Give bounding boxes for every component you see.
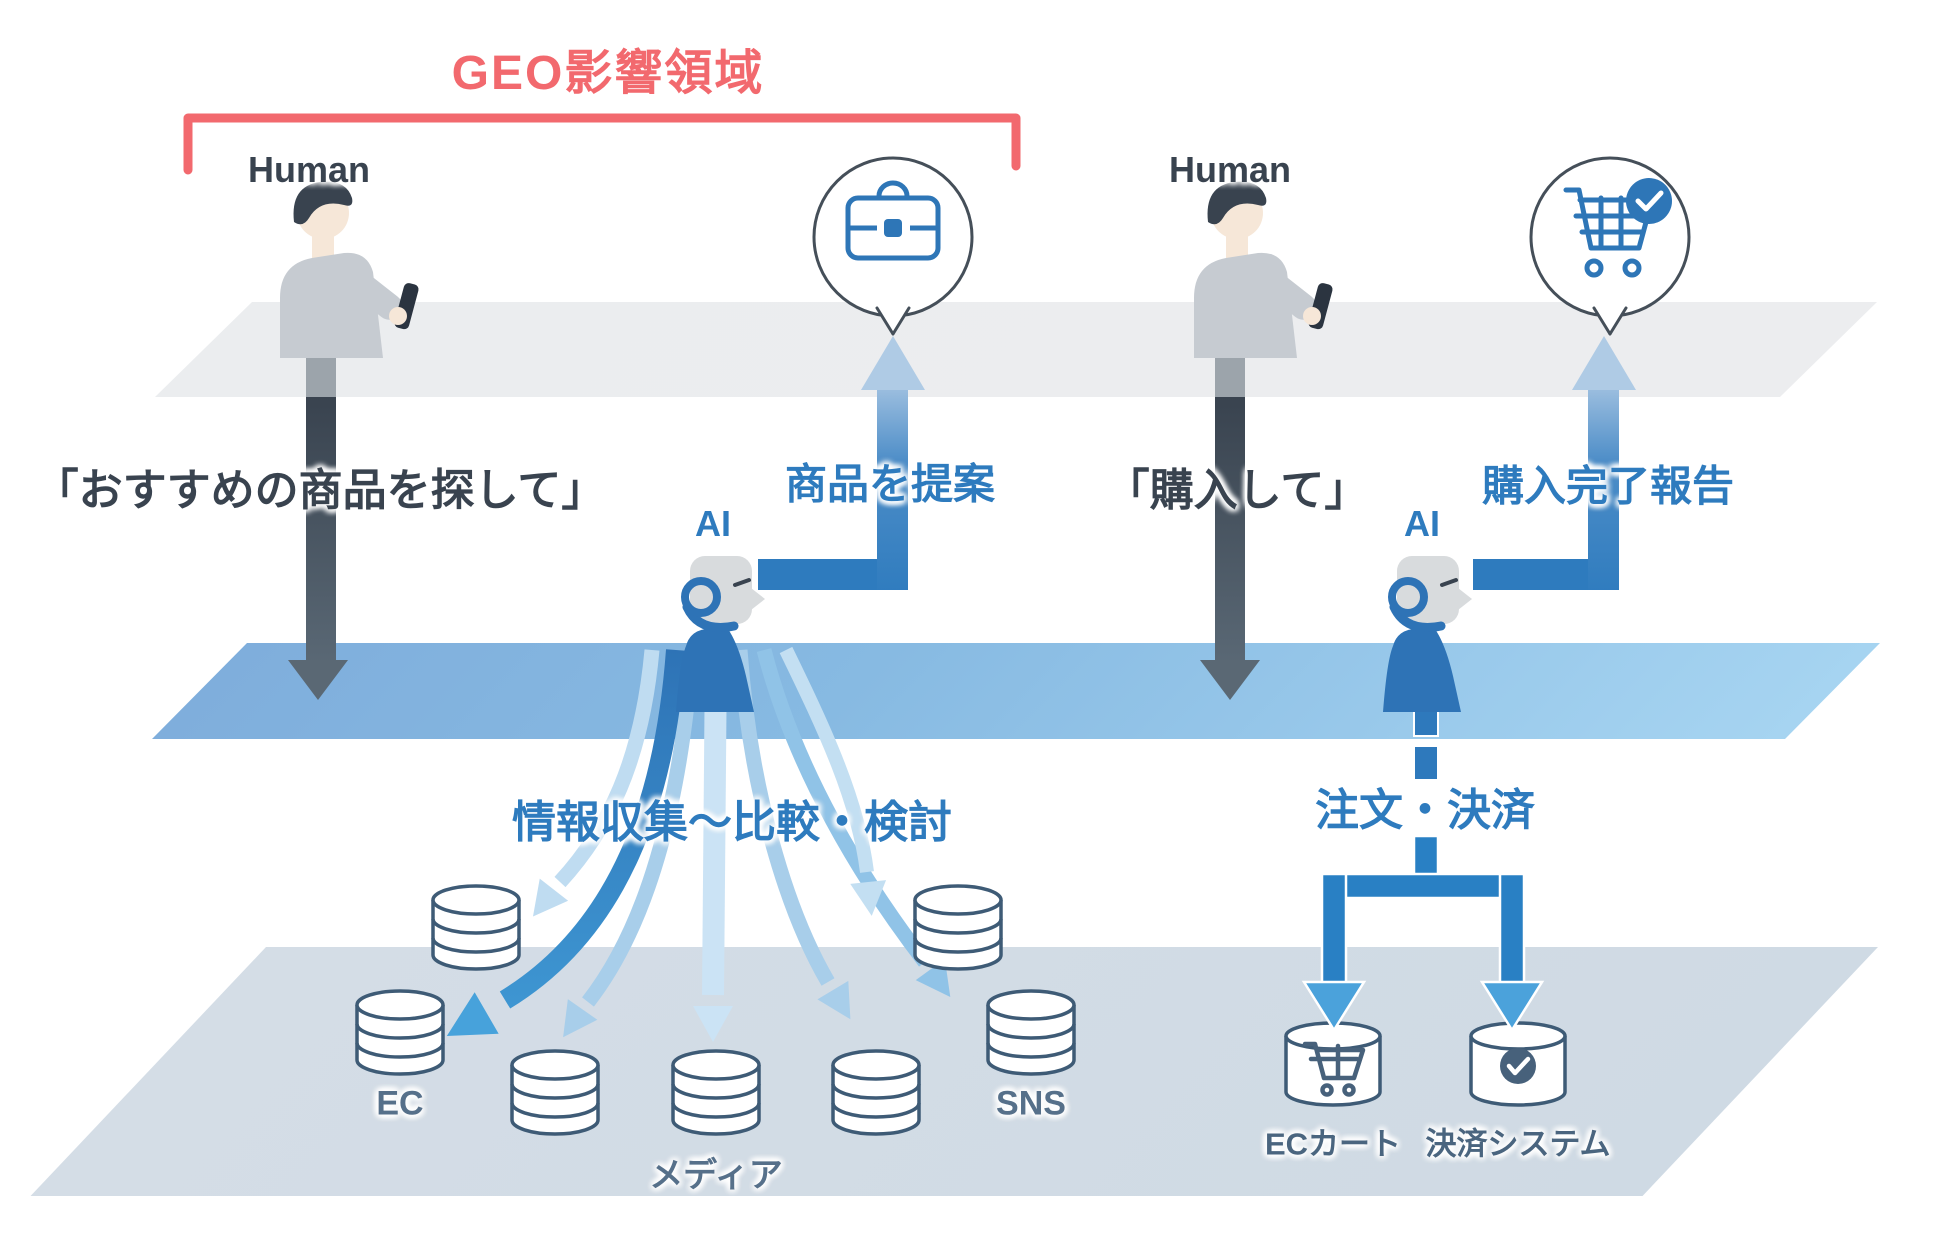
human-right-label: Human [1168,149,1292,190]
order-connector [1301,834,1545,1033]
label-payment-system: 決済システム [1425,1126,1611,1162]
product-bubble [812,156,974,336]
message-completion-report: 購入完了報告 [1481,462,1735,510]
message-research: 情報収集〜比較・検討 [512,798,952,847]
database-icon [510,1049,600,1136]
human-left-figure [280,181,420,358]
label-media: メディア [649,1156,783,1195]
message-order-payment: 注文・決済 [1315,786,1535,835]
message-proposal: 商品を提案 [784,460,996,508]
ai-left-figure [676,556,765,712]
payment-db-icon [1469,1021,1567,1107]
human-right-figure [1194,181,1334,358]
ec-cart-db-icon [1284,1021,1382,1107]
stream-bold-arrow [446,649,686,1036]
database-media-icon [671,1049,761,1136]
briefcase-icon [845,180,941,261]
human-right-request-arrow [1200,352,1260,700]
label-ec-cart: ECカート [1264,1126,1402,1162]
human-left-label: Human [247,149,371,190]
purchase-bubble [1529,156,1691,336]
database-icon [431,884,521,971]
ai-right-response-arrow [1473,336,1636,590]
database-icon [831,1049,921,1136]
cart-check-icon [1563,178,1672,278]
ai-right-figure [1383,556,1472,712]
geo-scope-title: GEO影響領域 [451,47,765,100]
human-left-request-arrow [288,352,348,700]
check-badge-icon [1500,1048,1536,1084]
label-ec: EC [376,1084,424,1123]
label-sns: SNS [996,1084,1066,1123]
geo-scope-bracket [183,113,1021,175]
database-ec-icon [355,989,445,1076]
ai-left-label: AI [695,503,731,544]
cart-icon [1302,1041,1366,1097]
ai-left-response-arrow [758,336,925,590]
message-find-request: 「おすすめの商品を探して」 [34,466,606,515]
message-purchase-request: 「購入して」 [1105,466,1369,515]
database-sns-icon [986,989,1076,1076]
ai-right-label: AI [1404,503,1440,544]
database-icon [913,884,1003,971]
